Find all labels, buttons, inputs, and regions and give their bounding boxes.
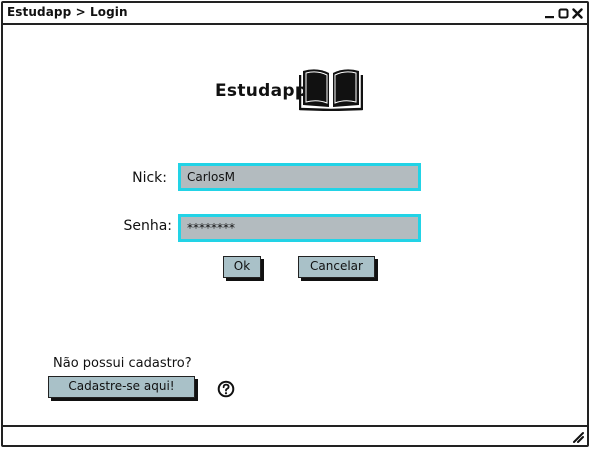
close-icon[interactable] [572,7,583,19]
window-controls [544,4,583,22]
signup-button[interactable]: Cadastre-se aqui! [48,376,195,398]
resize-grip-icon[interactable] [572,431,584,443]
signup-question: Não possui cadastro? [53,356,192,371]
password-label: Senha: [123,218,172,234]
status-bar [3,425,587,445]
ok-button[interactable]: Ok [223,256,261,278]
help-circle-icon[interactable] [217,380,235,398]
nick-label: Nick: [132,170,167,186]
title-bar: Estudapp > Login [3,3,587,25]
app-logo-text: Estudapp [215,81,308,101]
window-title: Estudapp > Login [7,5,128,19]
open-book-icon [299,69,363,111]
password-input[interactable]: ******** [178,214,421,242]
nick-input[interactable]: CarlosM [178,163,421,191]
minimize-icon[interactable] [544,8,555,19]
cancel-button[interactable]: Cancelar [298,256,375,278]
maximize-icon[interactable] [558,8,569,19]
